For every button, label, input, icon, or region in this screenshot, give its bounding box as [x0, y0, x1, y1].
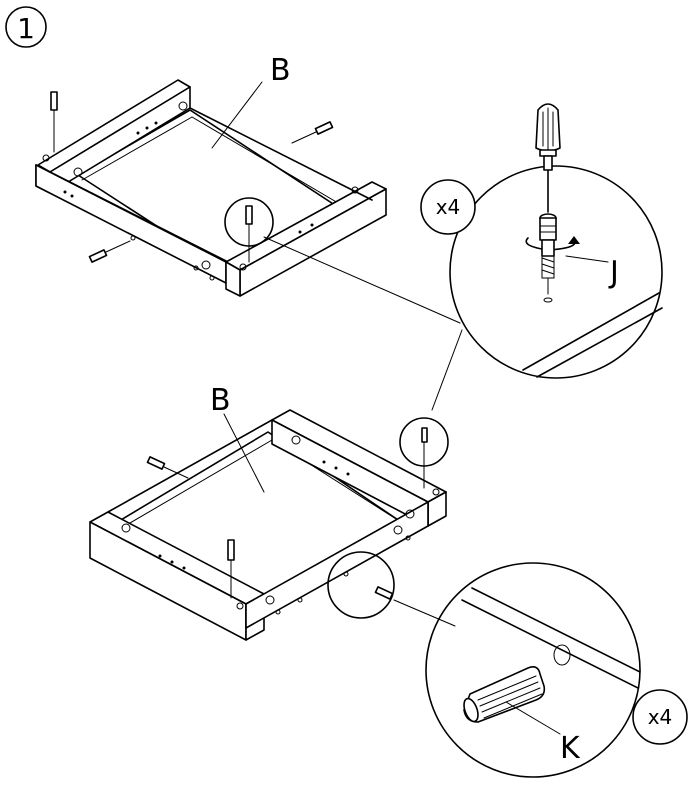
- dowel-icon: [374, 586, 394, 600]
- dowel-icon: [463, 666, 546, 723]
- callout-dowel-detail: K x4: [425, 562, 688, 778]
- screw-icon: [50, 91, 58, 153]
- dowel-icon: [146, 456, 189, 479]
- callout-ring-bottom: [327, 551, 395, 619]
- dowel-icon: [291, 121, 334, 144]
- callout-ring-bottom-right: [399, 417, 449, 467]
- screw-icon: [539, 213, 557, 303]
- screw-icon: [421, 427, 428, 489]
- quantity-badge-dowel: x4: [632, 689, 688, 745]
- step-number: 1: [17, 12, 35, 45]
- frame-top: B: [35, 53, 387, 297]
- screw-icon: [245, 205, 253, 263]
- dowel-part-label: K: [560, 731, 581, 766]
- part-label-top: B: [270, 53, 291, 88]
- frame-bottom: B: [89, 383, 449, 641]
- callout-ring-top: [224, 197, 274, 247]
- dowel-quantity: x4: [648, 705, 673, 729]
- quantity-badge-screw: x4: [420, 179, 476, 235]
- callout-connector: [263, 236, 461, 324]
- screw-part-label: J: [608, 255, 619, 290]
- callout-screw-detail: J x4: [420, 103, 663, 379]
- part-label-bottom: B: [210, 383, 231, 418]
- screw-quantity: x4: [436, 195, 461, 219]
- callout-connector: [393, 599, 456, 627]
- screw-icon: [227, 539, 235, 599]
- dowel-icon: [88, 240, 131, 263]
- step-badge: 1: [5, 6, 47, 48]
- screwdriver-icon: [535, 103, 561, 213]
